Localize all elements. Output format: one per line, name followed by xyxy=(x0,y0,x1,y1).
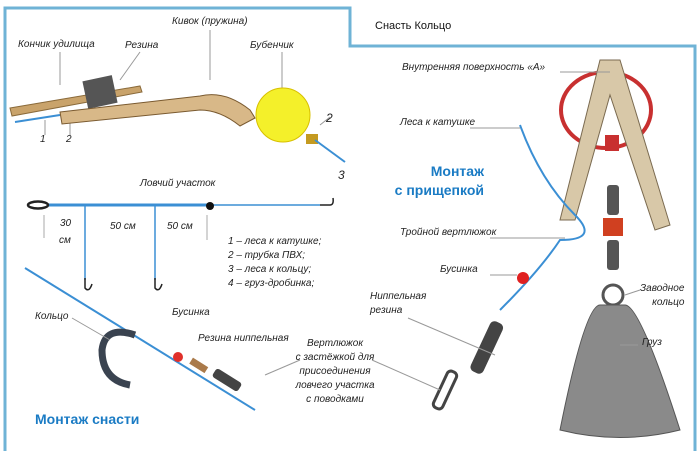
label-n2: 2 xyxy=(66,134,72,145)
rod-tip xyxy=(44,30,331,135)
legend-item: 2 – трубка ПВХ; xyxy=(228,250,306,261)
line-to-ring xyxy=(314,139,346,163)
label-ring: Кольцо xyxy=(35,311,69,322)
spring-kivok xyxy=(59,94,256,127)
legend-item: 3 – леса к кольцу; xyxy=(228,264,312,275)
clip-title-1: Монтаж xyxy=(430,163,484,179)
hook xyxy=(154,278,163,291)
label-n2b: 2 xyxy=(326,111,333,125)
shot-weight xyxy=(206,202,214,210)
panel-border xyxy=(3,6,697,451)
label-bell: Бубенчик xyxy=(250,40,294,51)
label-inner-surface: Внутренняя поверхность «А» xyxy=(402,62,546,73)
bead xyxy=(173,352,183,362)
hook xyxy=(84,278,93,291)
label-nipple: Резина ниппельная xyxy=(198,333,289,344)
page-title: Снасть Кольцо xyxy=(375,20,452,32)
catch-rig xyxy=(26,197,334,291)
mount-title: Монтаж снасти xyxy=(35,411,140,427)
line-to-reel xyxy=(14,114,61,123)
label-n1: 1 xyxy=(40,134,46,145)
label-line-reel: Леса к катушке xyxy=(400,117,476,128)
label-catch: Ловчий участок xyxy=(140,178,216,189)
legend: 1 – леса к катушке; 2 – трубка ПВХ; 3 – ле… xyxy=(228,235,321,291)
bell-clip xyxy=(306,134,318,144)
bell-ball xyxy=(255,87,311,143)
clothespin xyxy=(559,59,671,231)
label-rod-tip: Кончик удилища xyxy=(18,39,95,50)
label-rubber: Резина xyxy=(125,40,159,51)
ring-c xyxy=(98,328,137,389)
rubber-holder xyxy=(82,75,118,109)
mount-rig xyxy=(24,267,301,411)
label-kivok: Кивок (пружина) xyxy=(172,16,248,27)
label-bead: Бусинка xyxy=(172,307,210,318)
hook xyxy=(320,197,334,206)
clip-title-2: с прищепкой xyxy=(394,182,484,198)
clothespin-rig xyxy=(371,59,681,438)
weight-cone xyxy=(559,304,681,438)
label-triple-swivel: Тройной вертлюжок xyxy=(400,227,497,238)
legend-item: 4 – груз-дробинка; xyxy=(228,278,315,289)
label-cm: см xyxy=(59,235,71,246)
label-weight: Груз xyxy=(642,337,662,348)
legend-item: 1 – леса к катушке; xyxy=(228,236,322,247)
label-n3: 3 xyxy=(338,168,345,182)
swivel xyxy=(26,200,50,210)
label-50b: 50 см xyxy=(167,221,193,232)
bead xyxy=(517,272,529,284)
label-30: 30 xyxy=(60,218,72,229)
label-bead-right: Бусинка xyxy=(440,264,478,275)
label-50a: 50 см xyxy=(110,221,136,232)
